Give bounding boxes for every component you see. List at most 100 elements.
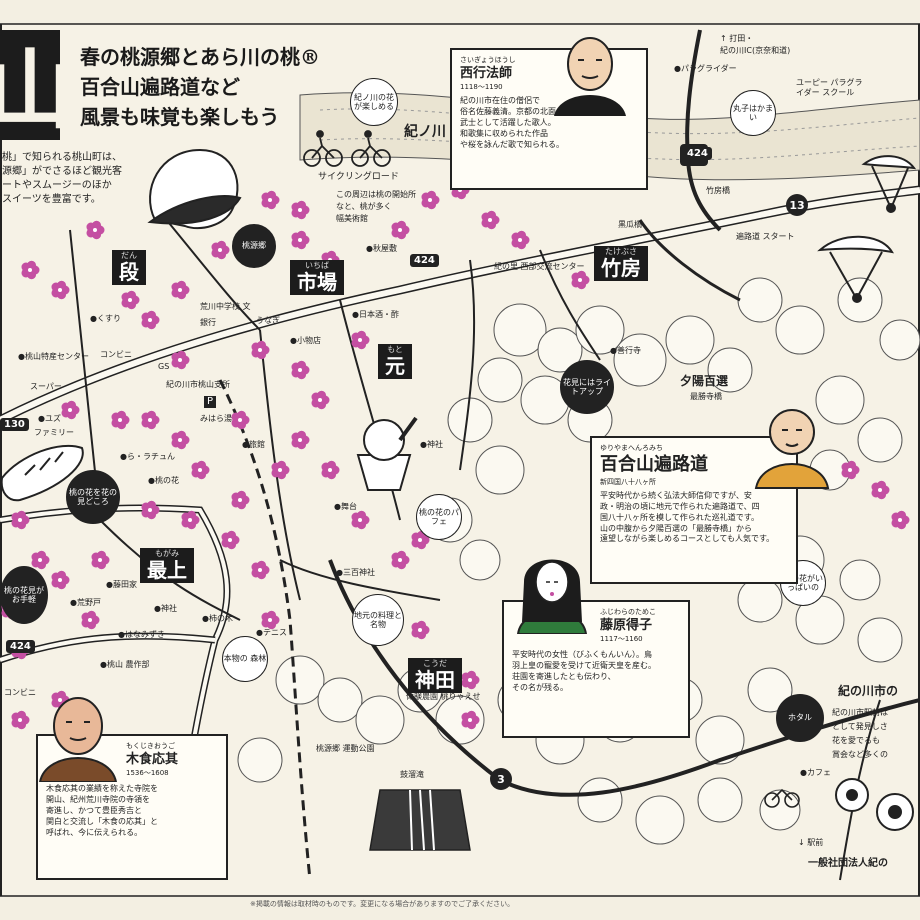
blossom — [51, 280, 70, 300]
label-uppi-school: ユーピー パラグライダー スクール — [796, 78, 863, 97]
label-sanbyaku: ●三百神社 — [336, 568, 375, 577]
label-aranoto: ●荒野戸 — [70, 598, 101, 607]
cycling-note-2: なと、桃が多く — [336, 202, 392, 211]
blossom — [171, 280, 190, 300]
bread-icon — [0, 444, 84, 502]
blossom — [871, 480, 890, 500]
label-unagi: うなぎ — [256, 316, 280, 325]
peach-icon — [147, 148, 242, 230]
ogo-portrait — [38, 697, 118, 782]
blossom — [261, 190, 280, 210]
blossom — [481, 210, 500, 230]
title-line-3: 風景も味覚も楽しもう — [80, 105, 280, 129]
disclaimer: ※掲載の情報は取材時のものです。変更になる場合がありますのでご了承ください。 — [250, 900, 515, 908]
label-aki-mise: ●秋屋敷 — [366, 244, 397, 253]
label-river: 紀ノ川 — [404, 124, 446, 140]
label-nihonshu: ●日本酒・酢 — [352, 310, 399, 319]
blossom — [461, 670, 480, 690]
parfait-icon — [356, 416, 418, 491]
label-hanamizuki: ●はなみずき — [118, 630, 165, 639]
blossom — [181, 510, 200, 530]
tokushi-portrait — [516, 559, 588, 634]
label-kakinoki: ●柿の木 — [202, 614, 233, 623]
label-kairyu: 鼓溜滝 — [400, 770, 424, 779]
title-line-1: 春の桃源郷とあら川の桃® — [80, 45, 320, 69]
label-super: スーパー — [30, 382, 62, 391]
route-424-sign-2: 424 — [410, 254, 439, 267]
label-conv-2: コンビニ — [4, 688, 36, 697]
route-424-sign-1: 424 — [683, 147, 712, 160]
intro-line-4: スイーツを豊富です。 — [2, 194, 101, 205]
label-momoyama-center: ●桃山特産センター — [18, 352, 89, 361]
bubble-maruko: 丸子はかまい — [730, 90, 776, 136]
area-mogami: もがみ最上 — [140, 548, 194, 583]
label-jinja-kou: ●神社 — [420, 440, 443, 449]
label-conv-1: コンビニ — [100, 350, 132, 359]
bubble-hanami: 桃の花見がお手軽 — [0, 566, 48, 624]
blossom — [81, 610, 100, 630]
blossom — [221, 530, 240, 550]
label-fujita: ●藤田家 — [106, 580, 137, 589]
label-yuzu: ●ユズ — [38, 414, 61, 423]
monk-portrait — [754, 409, 830, 489]
blossom — [231, 410, 250, 430]
bicycle-icon — [764, 788, 800, 808]
label-kuromo-bridge: 黒瓜橋 — [618, 220, 642, 229]
bubble-local-food: 地元の料理と名物 — [352, 594, 404, 646]
kimi-note-1: 紀の川市駅前は — [832, 708, 888, 717]
label-yuhi: 夕陽百選 — [680, 374, 729, 388]
saigyo-portrait — [554, 37, 626, 116]
label-cafe: ●カフェ — [800, 768, 831, 777]
label-take-bridge: 竹房橋 — [706, 186, 730, 195]
blossom — [11, 710, 30, 730]
label-undo-park: 桃源郷 運動公園 — [316, 744, 375, 753]
blossom — [271, 460, 290, 480]
label-spa: みはら湯 — [200, 414, 232, 423]
route-13-sign: 13 — [786, 194, 808, 216]
top-right-1: ↑ 打田・ — [720, 34, 754, 43]
area-moto: もと元 — [378, 344, 412, 379]
label-cycling: サイクリングロード — [318, 172, 399, 182]
area-kouda: こうだ神田 — [408, 658, 462, 693]
blossom — [421, 190, 440, 210]
blossom — [511, 230, 530, 250]
info-box-yuriyama: ゆりやまへんろみち 百合山遍路道 新四国八十八ヶ所 平安時代から続く弘法大師信仰… — [590, 436, 798, 584]
blossom — [891, 510, 910, 530]
top-right-2: 紀の川IC(京奈和道) — [720, 46, 791, 55]
blossom — [171, 430, 190, 450]
kimi-note-2: として発見しさ — [832, 722, 888, 731]
blossom — [291, 360, 310, 380]
blossom — [211, 240, 230, 260]
label-arakawa-school: 荒川中学校 文 — [200, 302, 251, 311]
blossom — [61, 400, 80, 420]
bubble-momogen: 桃源郷 — [232, 224, 276, 268]
blossom — [191, 460, 210, 480]
blossom — [171, 350, 190, 370]
blossom — [351, 330, 370, 350]
label-senkyo: ●善行寺 — [610, 346, 641, 355]
label-pg: ●パラグライダー — [674, 64, 737, 73]
kimi-note-4: 賞会など多くの — [832, 750, 888, 759]
bubble-forest: 本物の 森林 — [222, 636, 268, 682]
blossom — [291, 430, 310, 450]
blossom — [141, 410, 160, 430]
blossom — [571, 270, 590, 290]
blossom — [86, 220, 105, 240]
label-ra-chan: ●ら・ラチュん — [120, 452, 175, 461]
bubble-blossom-spot: 桃の花を花の見どころ — [66, 470, 120, 524]
bubble-river-view: 紀ノ川の花が楽しめる — [350, 78, 398, 126]
blossom — [31, 550, 50, 570]
label-kusuri: ●くすり — [90, 314, 121, 323]
blossom — [141, 500, 160, 520]
blossom — [261, 610, 280, 630]
label-bank: 銀行 — [200, 318, 216, 327]
blossom — [21, 260, 40, 280]
bubble-firefly: ホタル — [776, 694, 824, 742]
route-130-sign: 130 — [0, 418, 29, 431]
label-kinokawa-city: 紀の川市の — [838, 684, 899, 698]
label-tennis: ●テニス — [256, 628, 287, 637]
blossom — [251, 560, 270, 580]
footer-credit: 一般社団法人紀の — [808, 858, 888, 869]
label-branch-office: 紀の川市桃山支所 — [166, 380, 230, 389]
